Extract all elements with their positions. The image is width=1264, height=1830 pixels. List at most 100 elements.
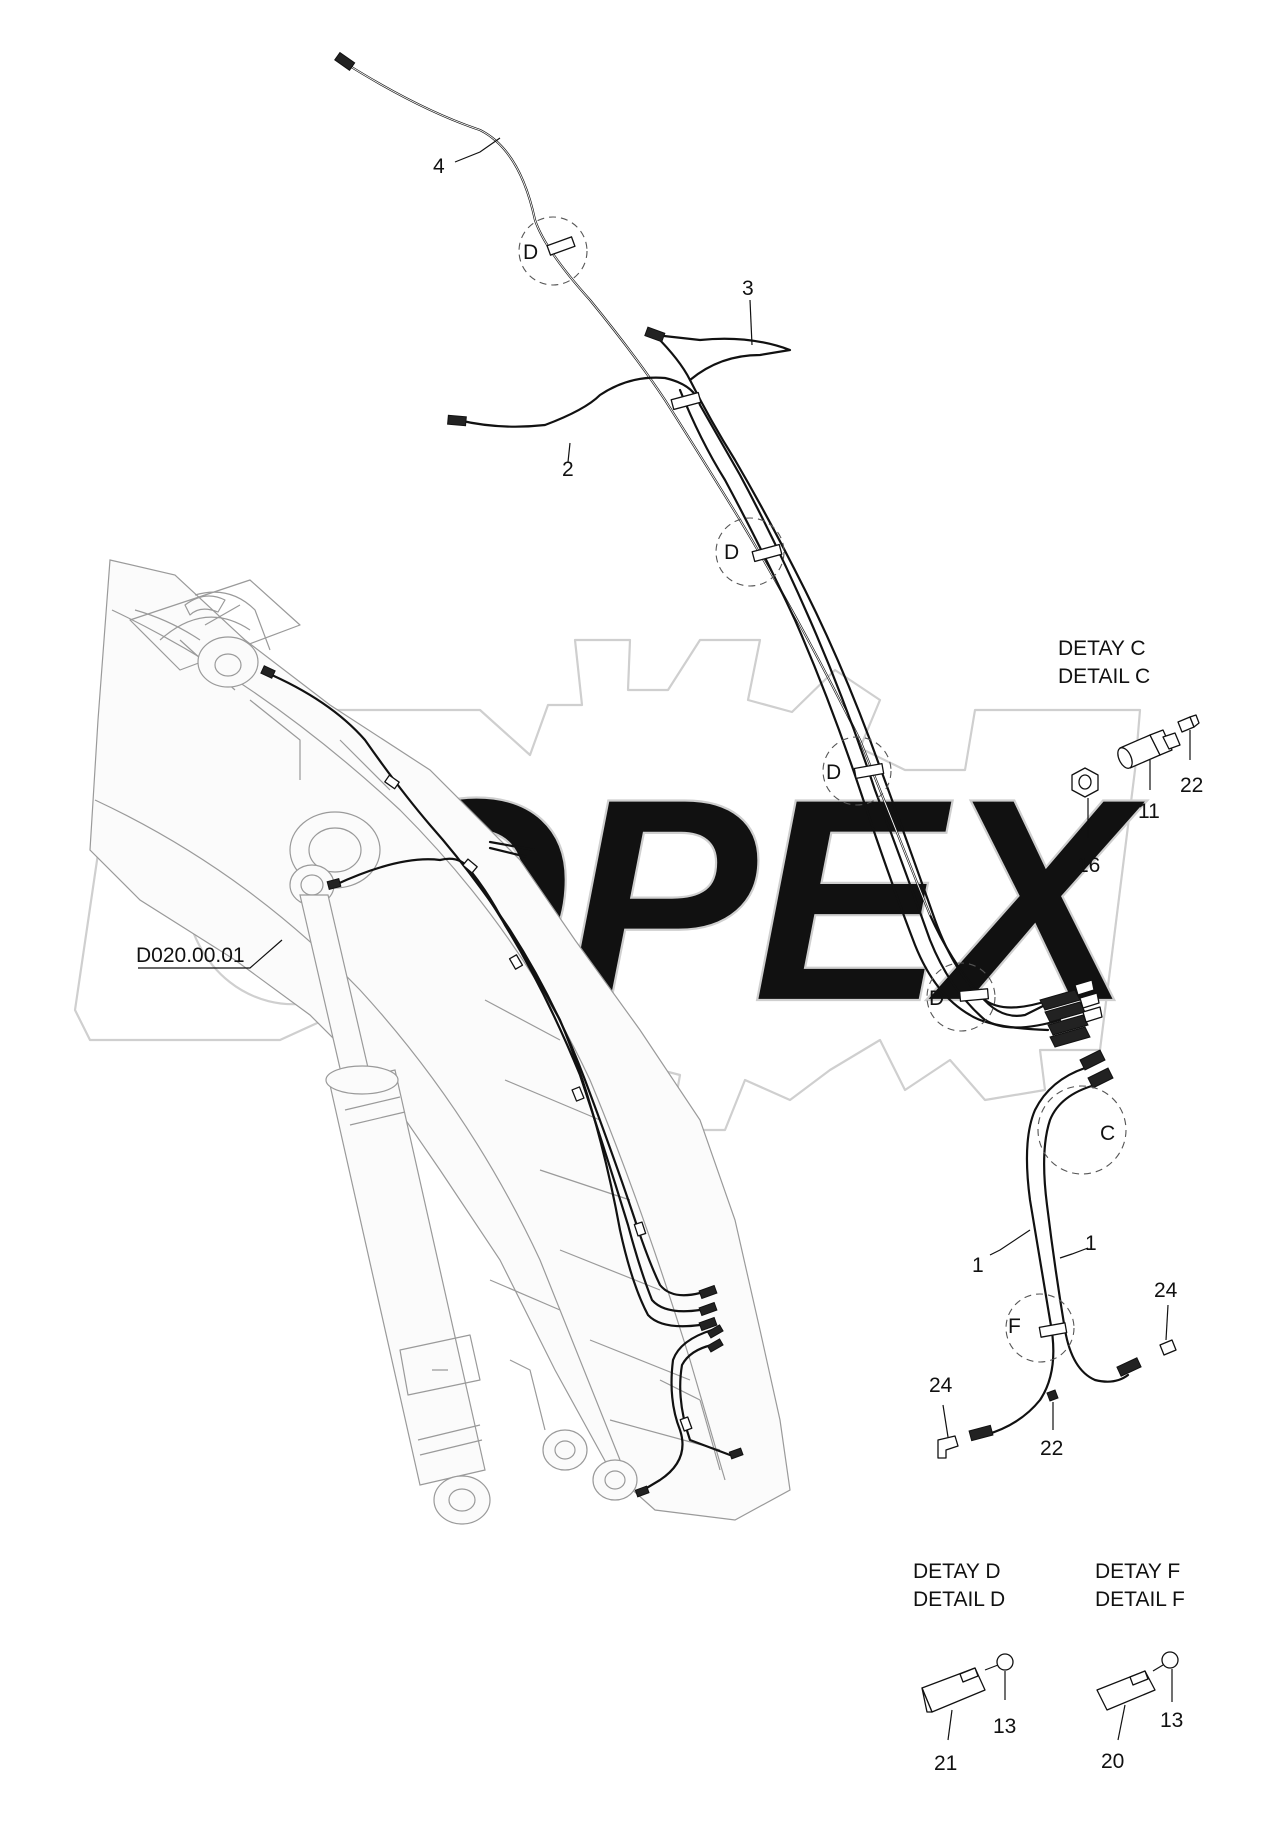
boom-fitting-2 — [698, 1301, 718, 1317]
boom-hose-upper — [263, 670, 702, 1297]
part-20-slot — [1129, 1670, 1149, 1686]
cylinder-pin-ring — [308, 827, 362, 873]
detail-c-title-en: DETAIL C — [1058, 665, 1150, 688]
callout-3: 3 — [742, 277, 754, 300]
hose-main-4 — [678, 388, 1050, 1032]
hose-3 — [653, 333, 792, 382]
boom-foot-pin-right-hole — [604, 1470, 626, 1490]
part-13-shank-f — [1152, 1664, 1164, 1672]
callout-22-f: 22 — [1040, 1437, 1063, 1460]
boom-hose-low — [333, 857, 702, 1328]
callout-24-right: 24 — [1154, 1279, 1178, 1302]
upper-pivot-hole — [214, 653, 242, 677]
fitting-c-5 — [1079, 1049, 1106, 1071]
detail-circle-c — [1037, 1085, 1127, 1175]
part-13-bolt-head-f — [1161, 1651, 1179, 1669]
leader-1-right — [1059, 1247, 1089, 1259]
fitting-c-3 — [1047, 1014, 1089, 1036]
boom-clamp-2 — [462, 858, 478, 874]
cylinder-base-hole — [448, 1488, 476, 1512]
boom-edge-upper — [111, 609, 726, 1481]
part-13-bolt-head-d — [996, 1653, 1014, 1671]
clamp-d-3 — [853, 762, 885, 780]
leader-24-right — [1165, 1304, 1169, 1341]
boom-hose-fork — [488, 840, 537, 859]
cylinder-collar — [344, 1096, 483, 1456]
boom-clamp-1 — [384, 774, 400, 790]
boom-fitting-4 — [706, 1324, 724, 1339]
callout-13-d: 13 — [993, 1715, 1016, 1738]
callouts: 4 3 2 1 1 22 11 16 24 24 22 13 21 13 20 … — [136, 137, 1203, 1775]
detail-d-title-tr: DETAY D — [913, 1560, 1001, 1583]
detail-d-view: DETAY D DETAIL D — [913, 1560, 1014, 1713]
detail-marker-d-1: D — [523, 241, 538, 264]
part-11-nose — [1162, 732, 1181, 750]
part-11-adapter — [1117, 729, 1181, 769]
part-13-shank-d — [984, 1664, 999, 1671]
callout-13-f: 13 — [1160, 1709, 1183, 1732]
callout-2: 2 — [562, 458, 574, 481]
fitting-c-6 — [1087, 1067, 1114, 1089]
boom-fitting-1 — [698, 1284, 718, 1300]
detail-c-title-tr: DETAY C — [1058, 637, 1146, 660]
fitting-c-4 — [1049, 1026, 1091, 1048]
hose-4-highlight — [344, 62, 931, 916]
part-22-nipple — [1177, 714, 1200, 733]
boom-foot-frame — [489, 1279, 721, 1471]
detail-f-title-tr: DETAY F — [1095, 1560, 1180, 1583]
detail-circle-d-2 — [715, 517, 785, 587]
clamp-f — [1038, 1322, 1068, 1338]
boom-hose-lower-a — [638, 1328, 714, 1494]
boom-edge-lower — [94, 799, 621, 1461]
detail-circle-f — [1005, 1293, 1075, 1363]
leader-2 — [567, 442, 571, 463]
callout-4: 4 — [433, 155, 445, 178]
detail-circle-d-4 — [926, 962, 996, 1032]
boom-fitting-7 — [326, 877, 342, 891]
hose-2 — [456, 376, 1062, 1029]
clamp-d-1 — [546, 236, 576, 256]
callout-16: 16 — [1077, 854, 1100, 877]
boom-clamp-3 — [508, 954, 524, 970]
leader-21 — [947, 1709, 953, 1741]
cylinder-clamp — [399, 1334, 481, 1396]
pivot-bracket-hoses — [134, 591, 271, 651]
boom-foot-pin-left-hole — [554, 1440, 576, 1460]
boom-fitting-3 — [698, 1316, 718, 1332]
clamp-main-1 — [670, 391, 702, 411]
detail-f-view: DETAY F DETAIL F — [1095, 1560, 1185, 1711]
part-24-right — [1159, 1339, 1177, 1356]
part-16-nut — [1071, 767, 1099, 798]
boom-clamp-5 — [633, 1221, 647, 1237]
boom-web-a — [484, 999, 721, 1451]
boom-clamp-4 — [571, 1086, 585, 1102]
detail-markers: D D D D C F — [518, 216, 1127, 1363]
leader-1-left — [989, 1229, 1031, 1256]
callout-24-left: 24 — [929, 1374, 953, 1397]
leader-20 — [1117, 1704, 1126, 1741]
part-21-end — [921, 1687, 933, 1713]
drawing-reference: D020.00.01 — [136, 944, 245, 967]
hose-4-top-fitting — [334, 51, 356, 71]
part-22-tip — [1189, 714, 1200, 728]
detail-circle-d-3 — [822, 736, 892, 806]
part-24-left — [937, 1435, 959, 1459]
hose-3-end-fitting — [644, 326, 666, 343]
callout-1-left: 1 — [972, 1254, 984, 1277]
clamp-d-2 — [751, 543, 783, 563]
part-11-hex — [1149, 729, 1173, 756]
boom-outline — [89, 559, 791, 1521]
boom-foot-pin-left — [542, 1429, 588, 1471]
hose-1-right — [1043, 1083, 1130, 1383]
boom-pivot-plate — [129, 579, 301, 671]
detail-marker-d-3: D — [826, 761, 841, 784]
callout-1-right: 1 — [1085, 1232, 1097, 1255]
cylinder-gland — [325, 1065, 399, 1095]
upper-pivot-boss — [197, 636, 259, 688]
boom-foot-pin-right — [592, 1459, 638, 1501]
callout-22-c: 22 — [1180, 774, 1203, 797]
leader-drawing-reference — [138, 939, 283, 969]
hose-routing — [334, 51, 1177, 1459]
